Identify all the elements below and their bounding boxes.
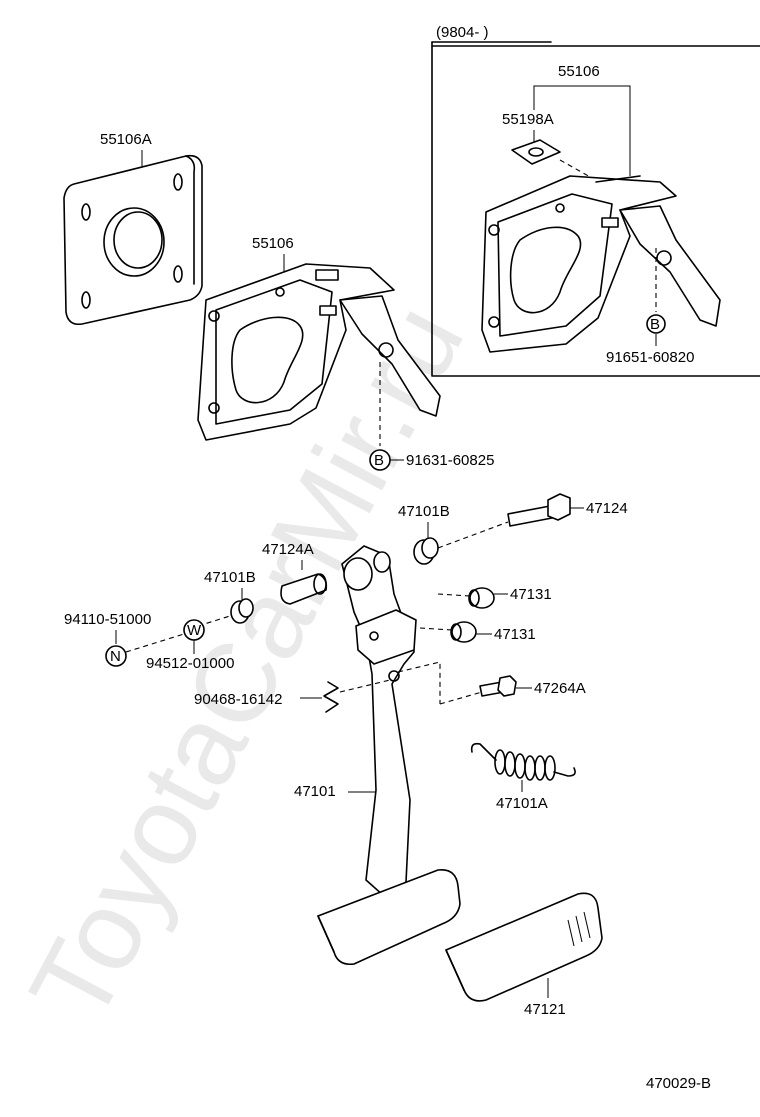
stopper-47131-a-shape [468,587,495,609]
label-47131-a: 47131 [510,586,552,603]
clip-90468-shape [323,681,339,713]
label-94110-51000: 94110-51000 [64,611,151,628]
bushing-47101B-left-shape [230,598,254,624]
callout-N-circle [105,645,127,667]
label-47264A: 47264A [534,680,586,697]
pedal-foot-plate-shape [317,869,461,966]
bolt-47124-shape [507,493,571,527]
callout-B-inset-circle [646,314,666,334]
callout-B: B [374,452,384,469]
label-47121: 47121 [524,1001,566,1018]
callout-W: W [187,622,202,639]
callout-B-inset: B [650,316,660,333]
label-91651-60820: 91651-60820 [606,349,694,366]
pad-55106A-shape [63,154,203,326]
bushing-47101B-right-shape [413,537,439,565]
diagram-id: 470029-B [646,1075,711,1092]
collar-47124A-shape [280,573,328,605]
label-94512-01000: 94512-01000 [146,655,234,672]
label-47101: 47101 [294,783,336,800]
label-55106-inset: 55106 [558,63,600,80]
label-47124: 47124 [586,500,628,517]
label-47131-b: 47131 [494,626,536,643]
label-90468-16142: 90468-16142 [194,691,282,708]
pedal-pad-47121-shape [445,892,603,1002]
label-55106A: 55106A [100,131,152,148]
label-47101B-right: 47101B [398,503,450,520]
label-55198A: 55198A [502,111,554,128]
pedal-47101-shape [341,545,417,897]
label-55106: 55106 [252,235,294,252]
label-47101B-left: 47101B [204,569,256,586]
label-47124A: 47124A [262,541,314,558]
label-91631-60825: 91631-60825 [406,452,494,469]
inset-range-label: (9804- ) [436,24,489,41]
label-47101A: 47101A [496,795,548,812]
bracket-55106-shape [197,263,441,441]
bracket-55106-inset-shape [481,175,721,353]
inset-box: (9804- ) [431,24,760,377]
nut-55198A-shape [511,139,561,165]
spring-47101A-shape [470,742,576,781]
callout-N: N [110,648,121,665]
stopper-47131-b-shape [450,621,477,643]
bolt-47264A-shape [479,675,517,697]
